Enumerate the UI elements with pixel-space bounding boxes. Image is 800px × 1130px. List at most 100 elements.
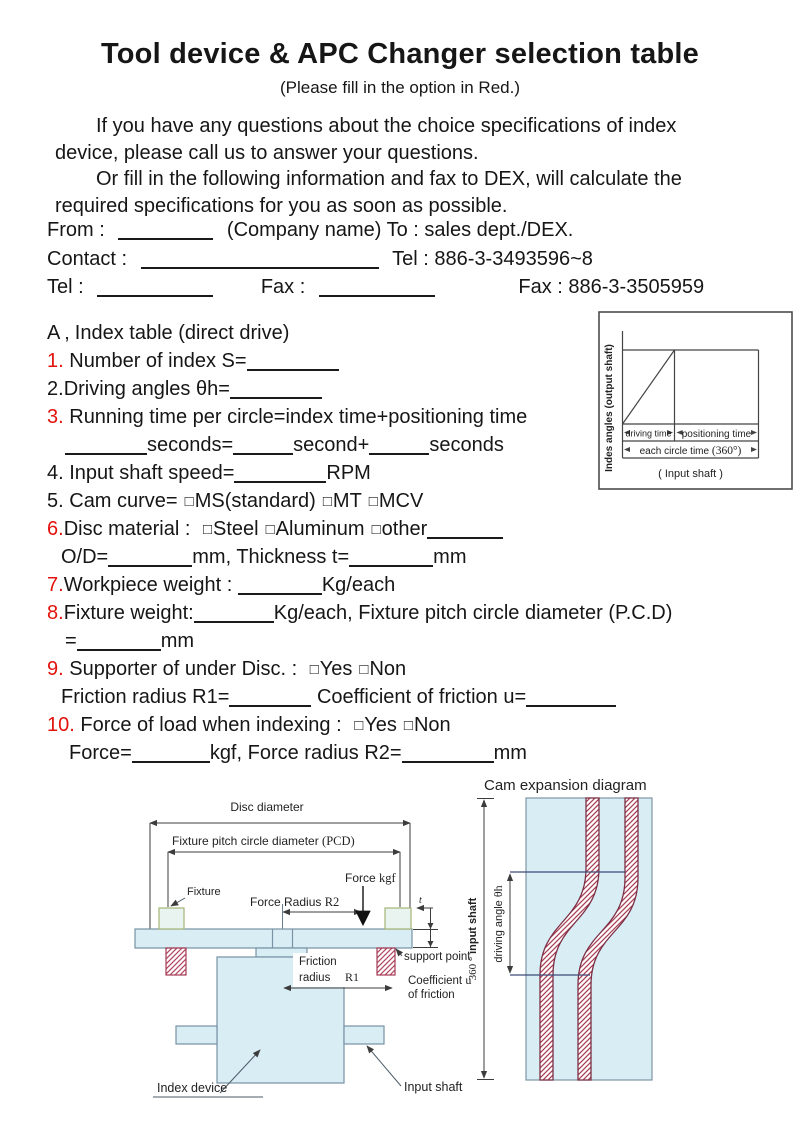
blank-field[interactable] [233,435,294,455]
blank-field[interactable] [229,379,322,399]
contact-row-contact: Contact : Tel : 886-3-3493596~8 [47,248,704,277]
item-text: seconds [429,434,504,456]
coefficient-label: Coefficient u [408,973,471,987]
blank-field[interactable] [246,351,339,371]
blank-field[interactable] [234,463,327,483]
from-rest: (Company name) To : sales dept./DEX. [226,219,574,241]
checkbox-option[interactable]: □Yes [303,658,353,680]
spec-list: A ‚ Index table (direct drive)1. Number … [47,322,672,770]
driving-angle-symbol: θh [491,885,505,897]
checkbox-label: Non [369,658,407,680]
friction-label-bg [293,953,355,987]
coefficient-label-line2: of friction [408,989,455,1001]
friction-label-line1: Friction [299,956,337,968]
cam-track-right [577,797,639,1081]
checkbox-option[interactable]: □other [365,518,428,540]
item-text: mm [433,546,467,568]
rotation-degrees: 360 ° [467,954,479,980]
checkbox-icon[interactable]: □ [354,717,364,734]
checkbox-option[interactable]: □Yes [347,714,397,736]
contact-row-tel-fax: Tel : Fax : Fax : 886-3-3505959 [47,276,704,305]
thickness-symbol: t [419,895,422,906]
fax-field[interactable] [318,277,435,298]
checkbox-icon[interactable]: □ [322,493,332,510]
checkbox-option[interactable]: □Aluminum [259,518,365,540]
checkbox-option[interactable]: □Non [352,658,406,680]
input-shaft-left [175,1025,218,1045]
support-block-right [376,947,396,976]
item-text: Disc material : [63,518,196,540]
leader-lines [153,897,404,1098]
tel-field[interactable] [97,277,214,298]
checkbox-icon[interactable]: □ [202,521,212,538]
coefficient-symbol: u [465,973,471,987]
friction-label-line2: radius [299,972,331,984]
list-item: 2.Driving angles θh= [47,378,672,406]
blank-field[interactable] [76,631,161,651]
item-text: second+ [293,434,370,456]
cam-track-left [539,797,600,1081]
checkbox-icon[interactable]: □ [265,521,275,538]
contact-field[interactable] [140,249,379,269]
input-shaft-label: Input shaft [404,1080,463,1094]
item-text: Input shaft speed= [63,462,235,484]
each-circle-degrees: (360°) [712,445,742,457]
item-text: Coefficient of friction u= [311,686,527,708]
list-item: 3. Running time per circle=index time+po… [47,406,672,434]
item-number: 9. [47,658,64,680]
force-radius-symbol: R2 [325,895,340,909]
item-number: 8. [47,602,64,624]
checkbox-icon[interactable]: □ [359,661,369,678]
contact-row-from: From : (Company name) To : sales dept./D… [47,219,704,248]
item-text: O/D= [61,546,109,568]
blank-field[interactable] [427,519,504,539]
blank-field[interactable] [526,687,617,707]
intro-line: device, please call us to answer your qu… [55,141,479,164]
blank-field[interactable] [349,547,434,567]
checkbox-label: Non [413,714,451,736]
checkbox-label: MS(standard) [194,490,316,512]
item-text: Kg/each, Fixture pitch circle diameter (… [273,602,673,624]
blank-field[interactable] [401,743,494,763]
checkbox-icon[interactable]: □ [309,661,319,678]
item-text: mm, Thickness t= [192,546,350,568]
checkbox-option[interactable]: □Steel [196,518,259,540]
checkbox-icon[interactable]: □ [403,717,413,734]
support-block-left [165,947,187,976]
pcd-label: Fixture pitch circle diameter (PCD) [172,834,355,848]
checkbox-label: MT [332,490,362,512]
pcd-symbol: (PCD) [322,834,355,848]
item-text: Driving angles θh= [63,378,230,400]
list-item: Force=kgf, Force radius R2=mm [47,742,672,770]
checkbox-option[interactable]: □Non [397,714,451,736]
support-point-label: support point [404,951,471,963]
blank-field[interactable] [65,435,147,455]
blank-field[interactable] [237,575,322,595]
blank-field[interactable] [131,743,210,763]
intro-line: Or fill in the following information and… [96,168,682,190]
list-item: 6.Disc material : □Steel□Aluminum□other [47,518,672,546]
intro-line: If you have any questions about the choi… [96,115,677,137]
item-text: Index table (direct drive) [69,322,290,344]
friction-symbol: R1 [345,970,359,984]
intro-line: required specifications for you as soon … [55,194,508,217]
fixture-left [158,907,185,930]
index-timing-graph: Indes angles (output shaft) driving time… [598,311,793,490]
fax-value: Fax : 886-3-3505959 [518,276,705,299]
checkbox-label: Yes [319,658,353,680]
blank-field[interactable] [369,435,430,455]
blank-field[interactable] [108,547,193,567]
list-item: 5. Cam curve=□MS(standard)□MT□MCV [47,490,672,518]
checkbox-icon[interactable]: □ [368,493,378,510]
blank-field[interactable] [229,687,312,707]
checkbox-option[interactable]: □MT [316,490,362,512]
checkbox-icon[interactable]: □ [184,493,194,510]
cam-expansion-diagram: Cam expansion diagram 360 ° input shaft … [467,777,653,1081]
checkbox-option[interactable]: □MS(standard) [178,490,316,512]
force-radius-label: Force Radius R2 [250,895,339,909]
checkbox-option[interactable]: □MCV [362,490,424,512]
blank-field[interactable] [193,603,274,623]
company-name-field[interactable] [118,220,214,240]
fixture-right [384,907,412,930]
checkbox-icon[interactable]: □ [371,521,381,538]
